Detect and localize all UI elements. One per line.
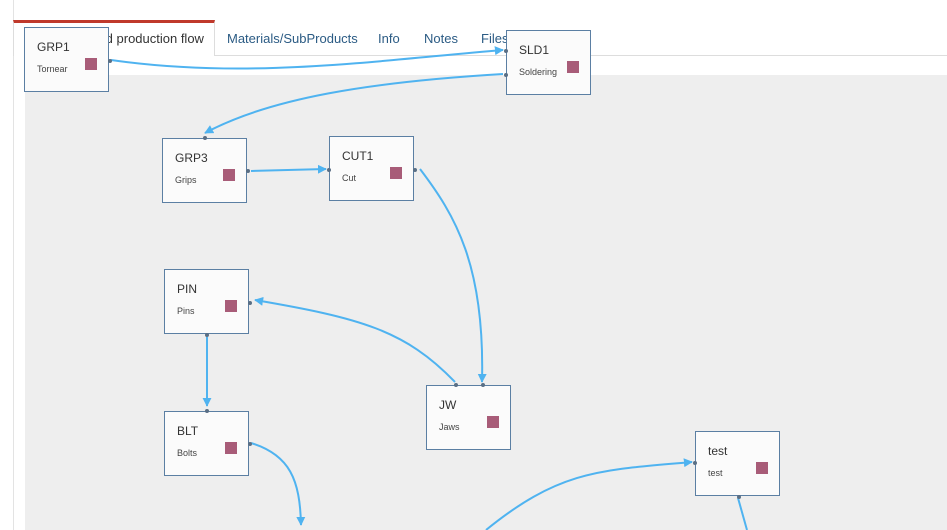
output-port[interactable]: [413, 168, 417, 172]
node-label: Bolts: [177, 448, 198, 458]
node-test[interactable]: test test: [693, 431, 780, 499]
output-port[interactable]: [737, 495, 741, 499]
node-marker: [390, 167, 402, 179]
node-label: Jaws: [439, 422, 460, 432]
output-port[interactable]: [205, 333, 209, 337]
node-label: Grips: [175, 175, 197, 185]
output-port[interactable]: [246, 169, 250, 173]
node-marker: [223, 169, 235, 181]
node-code: BLT: [177, 424, 199, 438]
node-marker: [85, 58, 97, 70]
tab-bar: Operations and production flow Materials…: [13, 20, 947, 56]
node-jw[interactable]: JW Jaws: [426, 383, 511, 450]
node-label: Pins: [177, 306, 195, 316]
node-code: GRP1: [37, 40, 70, 54]
node-code: PIN: [177, 282, 198, 296]
node-code: GRP3: [175, 151, 208, 165]
input-port[interactable]: [693, 461, 697, 465]
input-port[interactable]: [327, 168, 331, 172]
node-code: JW: [439, 398, 457, 412]
input-port[interactable]: [504, 49, 508, 53]
tab-info[interactable]: Info: [378, 31, 400, 46]
node-cut1[interactable]: CUT1 Cut: [327, 136, 417, 201]
node-label: Cut: [342, 173, 357, 183]
input-port[interactable]: [481, 383, 485, 387]
node-code: test: [708, 444, 728, 458]
output-port[interactable]: [108, 59, 112, 63]
node-label: Tornear: [37, 64, 68, 74]
output-port[interactable]: [454, 383, 458, 387]
node-marker: [225, 300, 237, 312]
node-marker: [487, 416, 499, 428]
node-sld1[interactable]: SLD1 Soldering: [504, 30, 591, 95]
node-pin[interactable]: PIN Pins: [164, 269, 252, 337]
node-code: SLD1: [519, 43, 550, 57]
node-marker: [567, 61, 579, 73]
input-port[interactable]: [203, 136, 207, 140]
tab-materials-subproducts[interactable]: Materials/SubProducts: [227, 31, 358, 46]
output-port[interactable]: [504, 73, 508, 77]
node-marker: [756, 462, 768, 474]
node-blt[interactable]: BLT Bolts: [164, 409, 252, 476]
node-label: Soldering: [519, 67, 558, 77]
node-label: test: [708, 468, 723, 478]
node-code: CUT1: [342, 149, 374, 163]
tab-notes[interactable]: Notes: [424, 31, 458, 46]
tab-files[interactable]: Files: [481, 31, 509, 46]
input-port[interactable]: [205, 409, 209, 413]
node-marker: [225, 442, 237, 454]
left-rule: [13, 0, 14, 530]
node-grp1[interactable]: GRP1 Tornear: [24, 27, 112, 92]
input-port[interactable]: [248, 301, 252, 305]
node-grp3[interactable]: GRP3 Grips: [162, 136, 250, 203]
output-port[interactable]: [248, 442, 252, 446]
